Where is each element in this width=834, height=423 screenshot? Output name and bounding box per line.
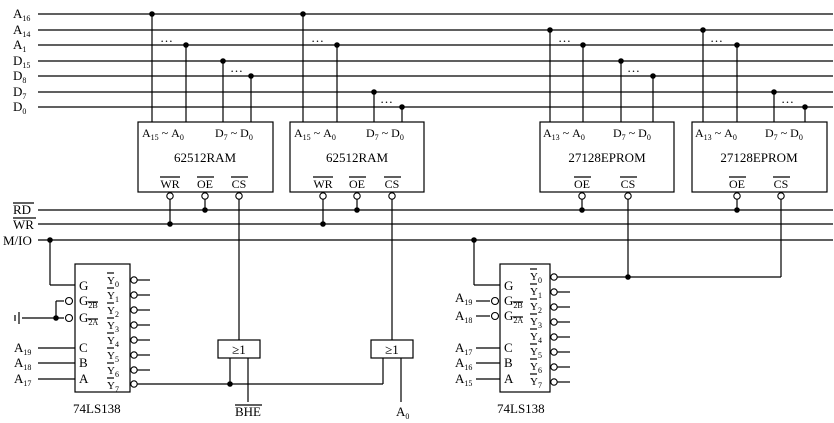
dec-right-a: A bbox=[504, 371, 514, 386]
ram1-name: 62512RAM bbox=[174, 150, 237, 165]
svg-text:Y7: Y7 bbox=[107, 380, 119, 394]
or-gate-right: ≥1 A0 bbox=[370, 339, 414, 421]
eprom2-data-range: D7~D0 bbox=[765, 126, 803, 142]
ellipsis: … bbox=[710, 30, 723, 45]
ellipsis: … bbox=[781, 91, 794, 106]
bus-label-d0: D0 bbox=[13, 99, 26, 116]
svg-text:Y6: Y6 bbox=[530, 361, 542, 375]
mio-label: M/IO bbox=[3, 233, 32, 248]
ellipsis: … bbox=[311, 30, 324, 45]
bus-label-a16: A16 bbox=[13, 6, 30, 23]
svg-text:Y4: Y4 bbox=[530, 331, 542, 345]
eprom2-addr-range: A13~A0 bbox=[695, 126, 737, 142]
eprom-chip-2: … … A13~A0 D7~D0 27128EPROM OE CS bbox=[691, 27, 828, 277]
dec-left-output-pins bbox=[130, 276, 383, 388]
ram1-pin-wr: WR bbox=[160, 177, 179, 191]
dec-right-g2a: G2A bbox=[504, 308, 523, 325]
svg-text:Y2: Y2 bbox=[107, 305, 119, 319]
bus-lines bbox=[38, 13, 833, 108]
eprom1-pin-cs: CS bbox=[621, 177, 636, 191]
ram2-pin-cs: CS bbox=[385, 177, 400, 191]
eprom1-pin-oe: OE bbox=[574, 177, 590, 191]
ram2-addr-range: A15~A0 bbox=[294, 126, 336, 142]
or-gate-label: ≥1 bbox=[232, 342, 246, 357]
bus-label-a14: A14 bbox=[13, 22, 30, 39]
dec-right-output-pins bbox=[550, 273, 781, 386]
ram2-pin-oe: OE bbox=[349, 177, 365, 191]
ellipsis: … bbox=[380, 91, 393, 106]
ellipsis: … bbox=[230, 60, 243, 75]
svg-text:Y4: Y4 bbox=[107, 335, 119, 349]
dec-left-b: B bbox=[79, 355, 88, 370]
bus-labels: A16 A14 A1 D15 D8 D7 D0 bbox=[13, 6, 30, 116]
ram2-pin-wr: WR bbox=[313, 177, 332, 191]
svg-text:Y6: Y6 bbox=[107, 365, 119, 379]
ram-chip-1: … … A15~A0 D7~D0 62512RAM WR OE CS bbox=[137, 11, 274, 340]
svg-text:Y3: Y3 bbox=[530, 316, 542, 330]
bhe-label: BHE bbox=[235, 404, 261, 419]
bus-label-d15: D15 bbox=[13, 53, 30, 70]
decoder-left: G G2B G2A C B A A19 A18 A17 Y0 Y1 Y2 Y3 … bbox=[14, 237, 383, 416]
eprom2-pin-cs: CS bbox=[774, 177, 789, 191]
eprom1-addr-range: A13~A0 bbox=[543, 126, 585, 142]
dec-left-in-a18: A18 bbox=[14, 355, 31, 372]
a0-label: A0 bbox=[396, 404, 409, 421]
dec-left-name: 74LS138 bbox=[73, 401, 121, 416]
ram-chip-2: … … A15~A0 D7~D0 62512RAM WR OE CS bbox=[289, 11, 425, 340]
dec-left-outputs: Y0 Y1 Y2 Y3 Y4 Y5 Y6 Y7 bbox=[107, 272, 119, 394]
control-lines bbox=[38, 209, 833, 241]
eprom1-name: 27128EPROM bbox=[568, 150, 646, 165]
control-labels: RD WR M/IO bbox=[3, 202, 36, 248]
ram1-addr-range: A15~A0 bbox=[142, 126, 184, 142]
dec-left-in-a17: A17 bbox=[14, 371, 31, 388]
ellipsis: … bbox=[160, 30, 173, 45]
ram2-name: 62512RAM bbox=[326, 150, 389, 165]
bus-label-a1: A1 bbox=[13, 37, 26, 54]
dec-right-in-a16: A16 bbox=[455, 355, 472, 372]
svg-text:Y5: Y5 bbox=[530, 346, 542, 360]
dec-right-in-a15: A15 bbox=[455, 371, 472, 388]
or-gate-left: ≥1 BHE bbox=[217, 339, 262, 419]
dec-right-c: C bbox=[504, 340, 513, 355]
dec-left-g2b: G2B bbox=[79, 293, 98, 310]
ram1-pin-cs: CS bbox=[232, 177, 247, 191]
ram2-data-range: D7~D0 bbox=[366, 126, 404, 142]
ellipsis: … bbox=[558, 30, 571, 45]
dec-left-c: C bbox=[79, 340, 88, 355]
svg-text:Y3: Y3 bbox=[107, 320, 119, 334]
dec-right-g2b: G2B bbox=[504, 293, 523, 310]
or-gate-label: ≥1 bbox=[385, 342, 399, 357]
dec-right-name: 74LS138 bbox=[497, 401, 545, 416]
dec-left-g: G bbox=[79, 278, 88, 293]
dec-right-in-a17: A17 bbox=[455, 340, 472, 357]
dec-left-g2a: G2A bbox=[79, 310, 98, 327]
svg-text:Y0: Y0 bbox=[530, 271, 542, 285]
dec-left-a: A bbox=[79, 371, 89, 386]
svg-text:Y5: Y5 bbox=[107, 350, 119, 364]
eprom-chip-1: … … A13~A0 D7~D0 27128EPROM OE CS bbox=[539, 27, 675, 280]
bus-label-d7: D7 bbox=[13, 84, 26, 101]
svg-text:Y1: Y1 bbox=[530, 286, 542, 300]
eprom2-pin-oe: OE bbox=[729, 177, 745, 191]
eprom2-name: 27128EPROM bbox=[720, 150, 798, 165]
dec-right-g: G bbox=[504, 278, 513, 293]
dec-right-in-a18: A18 bbox=[455, 308, 472, 325]
eprom1-data-range: D7~D0 bbox=[613, 126, 651, 142]
bus-label-d8: D8 bbox=[13, 68, 26, 85]
svg-text:Y2: Y2 bbox=[530, 301, 542, 315]
svg-text:Y0: Y0 bbox=[107, 275, 119, 289]
dec-right-b: B bbox=[504, 355, 513, 370]
ram1-pin-oe: OE bbox=[197, 177, 213, 191]
dec-left-in-a19: A19 bbox=[14, 340, 31, 357]
svg-text:Y7: Y7 bbox=[530, 376, 542, 390]
svg-text:Y1: Y1 bbox=[107, 290, 119, 304]
ram1-data-range: D7~D0 bbox=[215, 126, 253, 142]
ellipsis: … bbox=[627, 60, 640, 75]
dec-right-outputs: Y0 Y1 Y2 Y3 Y4 Y5 Y6 Y7 bbox=[530, 268, 542, 390]
dec-right-in-a19: A19 bbox=[455, 290, 472, 307]
rd-label: RD bbox=[13, 202, 31, 217]
wr-label: WR bbox=[13, 217, 34, 232]
decoder-right: A19 A18 A17 A16 A15 G G2B G2A C B A Y0 Y… bbox=[455, 237, 781, 416]
